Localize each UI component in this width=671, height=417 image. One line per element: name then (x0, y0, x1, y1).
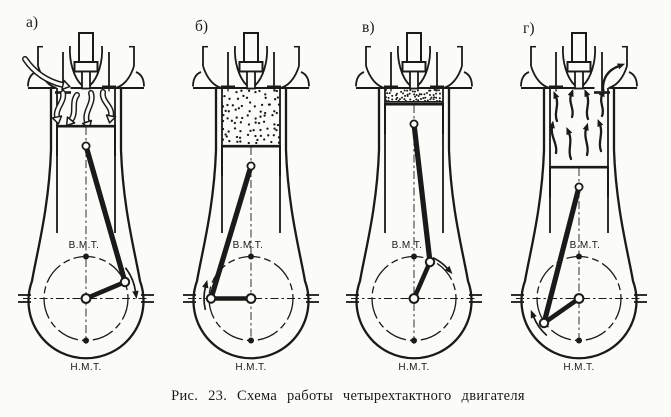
engine-panel-v: в) В.М.Т. Н.М.Т. (346, 19, 482, 373)
side-flanges (511, 294, 647, 303)
crankshaft (542, 296, 581, 325)
crank-journals (538, 182, 585, 329)
spark-plug (566, 32, 592, 90)
mixture-stipple (385, 88, 443, 103)
rotation-arrow (530, 309, 548, 337)
tdc-label: В.М.Т. (69, 240, 100, 251)
flow-arrows (548, 88, 605, 161)
crank-journals (408, 119, 436, 304)
bdc-label: Н.М.Т. (398, 362, 429, 373)
bdc-label: Н.М.Т. (70, 362, 101, 373)
bdc-label: Н.М.Т. (235, 362, 266, 373)
connecting-rod (541, 186, 582, 324)
bdc-dot (83, 337, 89, 344)
tdc-dot (576, 253, 582, 260)
spark-plug (73, 32, 99, 90)
engine-drawing-2 (346, 32, 482, 360)
side-flanges (183, 294, 319, 303)
port-flow-arrows (601, 63, 626, 92)
figure-caption: Рис. 23. Схема работы четырехтактного дв… (171, 388, 525, 404)
crank-circle (43, 253, 129, 344)
rotation-arrow (432, 256, 453, 274)
side-flanges (18, 294, 154, 303)
engine-drawing-1 (183, 32, 319, 360)
crank-journals (205, 161, 257, 304)
engine-panel-b: б) В.М.Т. Н.М.Т. (183, 18, 319, 373)
panel-letter-label: б) (195, 18, 208, 35)
port-flow-arrows (22, 56, 71, 91)
panel-letter-label: в) (362, 19, 374, 36)
panel-letter-label: а) (26, 14, 38, 31)
rotation-arrow (202, 279, 209, 311)
tdc-label: В.М.Т. (392, 240, 423, 251)
tdc-label: В.М.Т. (233, 240, 264, 251)
engine-panel-g: г) В.М.Т. Н.М.Т. (511, 20, 647, 373)
mixture-stipple (221, 89, 281, 145)
tdc-dot (248, 253, 254, 260)
side-flanges (346, 294, 482, 303)
crank-circle (371, 253, 457, 344)
tdc-dot (411, 253, 417, 260)
connecting-rod (208, 165, 254, 300)
bdc-dot (411, 337, 417, 344)
bdc-dot (248, 337, 254, 344)
spark-plug (238, 32, 264, 90)
engine-panel-a: а) В.М.Т. Н.М.Т. (18, 14, 154, 373)
engine-outline (520, 88, 638, 360)
flow-arrows (51, 89, 117, 130)
connecting-rod (83, 145, 128, 283)
rotation-arrow (124, 267, 139, 299)
crank-circle (536, 253, 622, 344)
panel-letter-label: г) (523, 20, 535, 37)
connecting-rod (411, 123, 433, 263)
tdc-label: В.М.Т. (570, 240, 601, 251)
engine-drawing-3 (511, 32, 647, 360)
crankshaft (85, 279, 126, 301)
crank-journals (80, 141, 131, 304)
bdc-dot (576, 337, 582, 344)
crankshaft (411, 261, 433, 300)
tdc-dot (83, 253, 89, 260)
engine-drawing-0 (18, 32, 154, 360)
bdc-label: Н.М.Т. (563, 362, 594, 373)
spark-plug (401, 32, 427, 90)
